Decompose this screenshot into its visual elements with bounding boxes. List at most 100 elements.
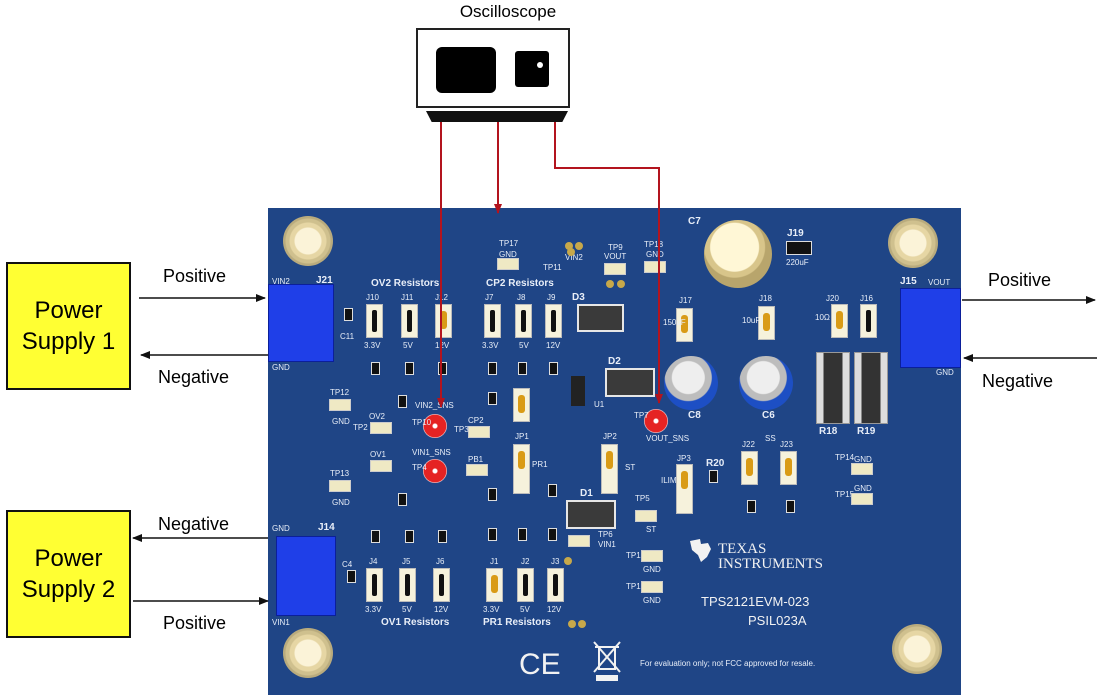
ce-mark: CE (519, 648, 561, 681)
psu1-negative-label: Negative (158, 367, 230, 387)
jumper-j7 (484, 304, 501, 338)
j14-pin-gnd: GND (272, 524, 290, 533)
oscilloscope-title: Oscilloscope (459, 2, 557, 21)
tp11-pad-b (575, 242, 583, 250)
tp9-pad-a (606, 280, 614, 288)
j20-ref: J20 (826, 294, 839, 303)
mounting-hole-bottom-left (283, 628, 333, 678)
mounting-hole-top-left (283, 216, 333, 266)
j1-voltage: 3.3V (483, 605, 500, 614)
tp13-ref: TP13 (330, 469, 350, 478)
resistor-6 (518, 362, 527, 375)
tp13-net: GND (332, 498, 350, 507)
test-point-pb1 (466, 464, 488, 476)
part-c12 (786, 500, 795, 513)
tp6-net: VIN1 (598, 540, 616, 549)
c11-label: C11 (340, 332, 355, 341)
j8-ref: J8 (517, 293, 526, 302)
j21-pin-gnd: GND (272, 363, 290, 372)
ic-u1 (571, 376, 585, 406)
oscilloscope-knob (537, 62, 543, 68)
capacitor-c8 (664, 356, 718, 410)
test-point-tp13 (329, 480, 351, 492)
jumper-j20 (831, 304, 848, 338)
j19-ref: J19 (787, 228, 804, 239)
ov1-label: OV1 (370, 450, 387, 459)
j7-ref: J7 (485, 293, 494, 302)
j4-ref: J4 (369, 557, 378, 566)
d3-label: D3 (572, 292, 585, 303)
r18-label: R18 (819, 426, 838, 437)
brand-name-line-2: INSTRUMENTS (718, 556, 824, 572)
j2-voltage: 5V (520, 605, 530, 614)
c6-label: C6 (762, 410, 775, 421)
tp9-ref: TP9 (608, 243, 623, 252)
j18-ref: J18 (759, 294, 772, 303)
c7-label: C7 (688, 216, 701, 227)
pad-3 (578, 620, 586, 628)
resistor-10 (371, 530, 380, 543)
test-point-tp17 (497, 258, 519, 270)
tp11-pad-a (565, 242, 573, 250)
r19-label: R19 (857, 426, 876, 437)
j6-ref: J6 (436, 557, 445, 566)
part-r20 (709, 470, 718, 483)
c8-label: C8 (688, 410, 701, 421)
r20-label: R20 (706, 458, 725, 469)
board-part-number: PSIL023A (748, 613, 807, 628)
j4-voltage: 3.3V (365, 605, 382, 614)
jumper-jp3 (676, 464, 693, 514)
tp11-net: VIN2 (565, 253, 583, 262)
oscilloscope-screen (436, 47, 496, 93)
cp2-resistors-label: CP2 Resistors (486, 278, 554, 289)
resistor-13 (488, 488, 497, 501)
resistor-16 (548, 528, 557, 541)
tp15-ref: TP15 (835, 490, 855, 499)
resistor-15 (518, 528, 527, 541)
j21-pin-vin2: VIN2 (272, 277, 290, 286)
ov2-label: OV2 (369, 412, 386, 421)
oscilloscope-stand (426, 111, 568, 122)
jumper-j3 (547, 568, 564, 602)
evaluation-board: VIN2 J21 GND GND J14 VIN1 J15 VOUT GND O… (268, 208, 961, 695)
tp17-net: GND (499, 250, 517, 259)
j15-pin-gnd: GND (936, 368, 954, 377)
pad-2 (568, 620, 576, 628)
j9-voltage: 12V (546, 341, 561, 350)
terminal-block-j15 (900, 288, 961, 368)
test-point-tp19 (641, 550, 663, 562)
vin2-sns-test-point (423, 414, 447, 438)
jumper-jp2 (601, 444, 618, 494)
diode-d3 (577, 304, 624, 332)
j15-ref: J15 (900, 276, 917, 287)
pr1-label: PR1 (532, 460, 548, 469)
tp4-ref: TP4 (412, 463, 427, 472)
test-point-tp2 (370, 422, 392, 434)
tp9-pad-b (617, 280, 625, 288)
tp5-ref: TP5 (635, 494, 650, 503)
resistor-5 (488, 362, 497, 375)
vout-sns-test-point (644, 409, 668, 433)
resistor-r19 (854, 352, 888, 424)
tp15-net: GND (854, 484, 872, 493)
j16-ref: J16 (860, 294, 873, 303)
terminal-block-j14 (276, 536, 336, 616)
test-point-tp9 (604, 263, 626, 275)
power-supply-2-box: Power Supply 2 (6, 510, 131, 638)
part-c11-body (344, 308, 353, 321)
header-j19 (786, 241, 812, 255)
j14-pin-vin1: VIN1 (272, 618, 290, 627)
tp11-ref: TP11 (543, 263, 562, 272)
resistor-r18 (816, 352, 850, 424)
j14-ref: J14 (318, 522, 335, 533)
jumper-j13 (513, 388, 530, 422)
ilim-label: ILIM (661, 476, 677, 485)
vin1-sns-label: VIN1_SNS (412, 448, 451, 457)
j10-ref: J10 (366, 293, 379, 302)
brand-name-line-1: TEXAS (718, 541, 767, 557)
pad-1 (567, 248, 575, 256)
power-supply-1-box: Power Supply 1 (6, 262, 131, 390)
j6-voltage: 12V (434, 605, 449, 614)
jumper-j10 (366, 304, 383, 338)
